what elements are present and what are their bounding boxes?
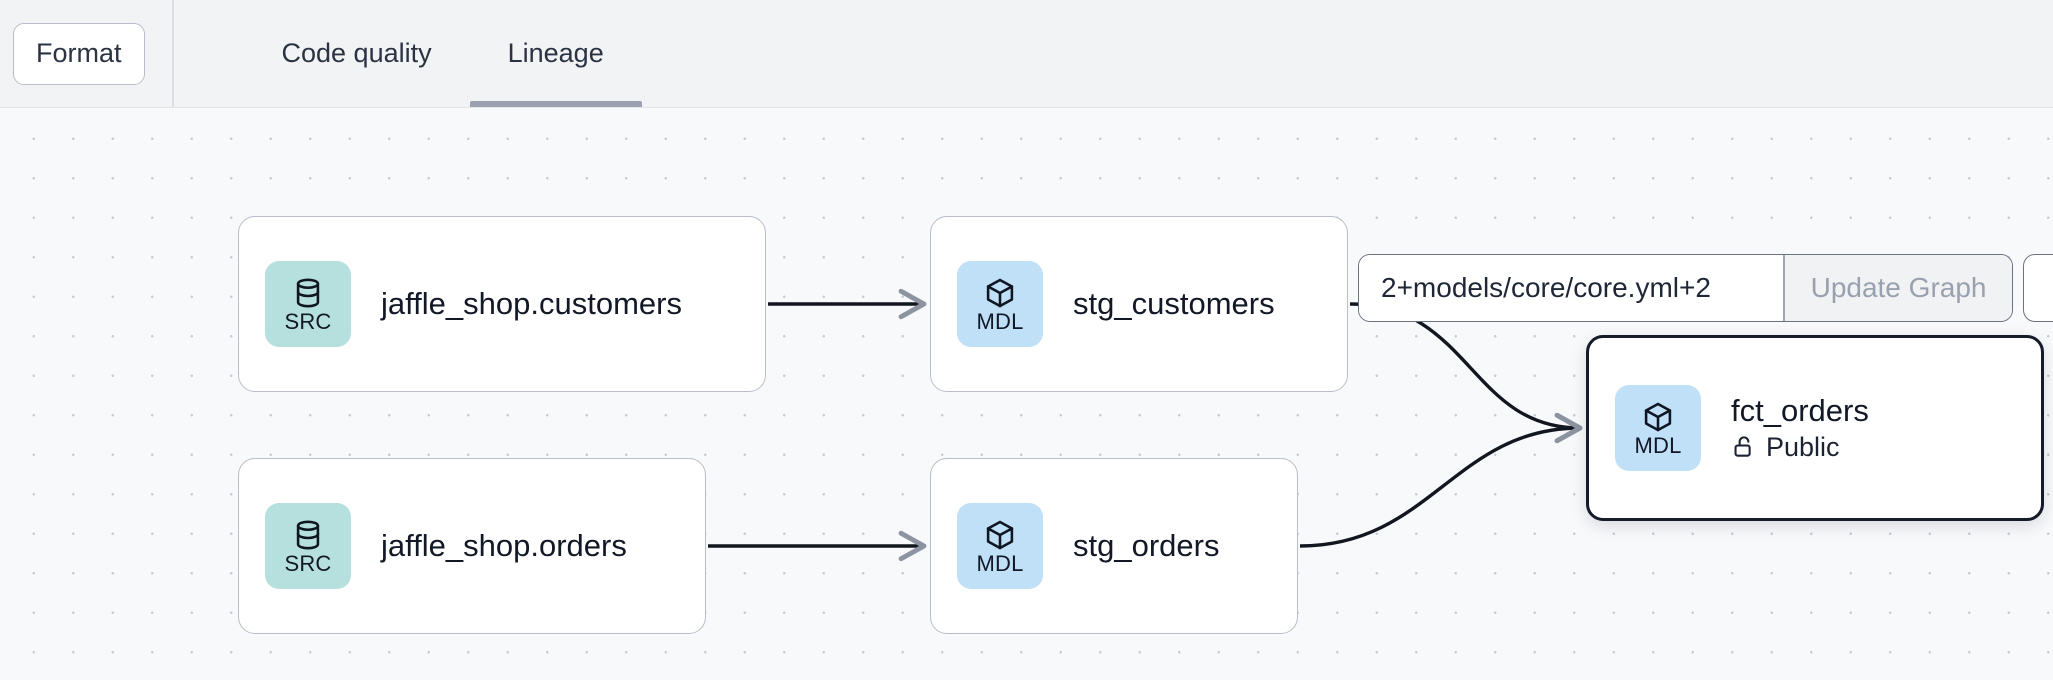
format-button-container: Format xyxy=(0,0,172,107)
graph-controls: Update Graph xyxy=(1358,254,2014,322)
tab-code-quality[interactable]: Code quality xyxy=(281,38,432,68)
cube-icon xyxy=(1644,402,1672,431)
node-text: jaffle_shop.customers xyxy=(381,285,682,322)
cube-icon xyxy=(986,520,1014,549)
node-badge-label: MDL xyxy=(1634,432,1682,458)
toolbar-divider xyxy=(172,0,174,107)
node-access-text: Public xyxy=(1766,432,1840,463)
lineage-node-stg-orders[interactable]: MDL stg_orders xyxy=(930,458,1298,634)
node-title: stg_orders xyxy=(1073,527,1220,563)
node-badge-label: SRC xyxy=(284,308,332,334)
node-badge-label: MDL xyxy=(976,550,1024,576)
edge-stg-customers-to-fct-orders xyxy=(1349,302,1583,444)
node-badge-src: SRC xyxy=(265,503,351,589)
lineage-node-src-customers[interactable]: SRC jaffle_shop.customers xyxy=(238,216,766,392)
tab-bar: Code quality Lineage xyxy=(174,0,642,107)
control-separator xyxy=(1783,255,1785,321)
node-title: jaffle_shop.customers xyxy=(381,285,682,321)
node-badge-mdl: MDL xyxy=(1615,385,1701,471)
lineage-node-fct-orders[interactable]: MDL fct_orders Public xyxy=(1586,335,2044,521)
node-badge-mdl: MDL xyxy=(957,503,1043,589)
node-title: jaffle_shop.orders xyxy=(381,527,627,563)
selector-control-group: Update Graph xyxy=(1358,254,2014,322)
top-toolbar: Format Code quality Lineage xyxy=(0,0,2053,108)
tab-lineage[interactable]: Lineage xyxy=(469,0,642,107)
node-badge-label: MDL xyxy=(976,308,1024,334)
lineage-node-stg-customers[interactable]: MDL stg_customers xyxy=(930,216,1348,392)
cube-icon xyxy=(986,278,1014,307)
database-icon xyxy=(296,520,320,549)
node-text: stg_orders xyxy=(1073,527,1220,564)
node-title: fct_orders xyxy=(1731,392,1869,428)
edge-stg-orders-to-fct-orders xyxy=(1299,412,1583,548)
graph-side-control-button[interactable] xyxy=(2023,254,2053,322)
node-badge-mdl: MDL xyxy=(957,261,1043,347)
update-graph-button[interactable]: Update Graph xyxy=(1784,255,2013,321)
database-icon xyxy=(296,278,320,307)
lineage-canvas[interactable]: SRC jaffle_shop.customers MDL stg_custom… xyxy=(0,108,2053,680)
node-badge-label: SRC xyxy=(284,550,332,576)
node-badge-src: SRC xyxy=(265,261,351,347)
node-text: stg_customers xyxy=(1073,285,1275,322)
node-title: stg_customers xyxy=(1073,285,1275,321)
node-text: fct_orders Public xyxy=(1731,392,1869,463)
unlock-icon xyxy=(1734,436,1751,458)
graph-selector-input[interactable] xyxy=(1359,255,1783,321)
node-access-label: Public xyxy=(1731,432,1869,462)
lineage-node-src-orders[interactable]: SRC jaffle_shop.orders xyxy=(238,458,706,634)
format-button[interactable]: Format xyxy=(13,22,145,85)
node-text: jaffle_shop.orders xyxy=(381,527,627,564)
